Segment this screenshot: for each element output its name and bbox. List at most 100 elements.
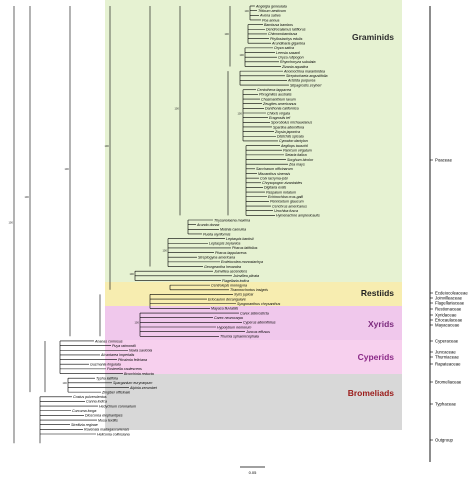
taxon-label: Zeugites americanus [262,102,297,106]
family-label: Bromeliaceae [435,380,462,385]
taxon-label: Aegilops tauschii [280,144,308,148]
taxon-label: Centotheca lappacea [257,88,291,92]
taxon-label: Hymenachne amplexicaulis [276,214,320,218]
taxon-label: Arundo donax [196,223,220,227]
taxon-label: Ecdeiocolea monostachya [221,260,263,264]
taxon-label: Thurnia sphaerocephala [220,335,259,339]
taxon-label: Rhynchoryza subulata [280,60,316,64]
taxon-label: Thysanolaena maxima [214,218,250,222]
taxon-label: Guzmania lingulata [90,363,121,367]
taxon-label: Carex neurocarpa [214,316,243,320]
taxon-label: Panicum virgatum [283,149,312,153]
taxon-label: Xyris jupicai [233,293,253,297]
family-label: Thurniaceae [435,355,459,360]
taxon-label: Oryza rufipogon [278,55,304,59]
clade-label-restiids: Restiids [361,288,394,298]
family-label: Ecdeiocoleaceae [435,291,468,296]
taxon-label: Puelia olyriformis [203,232,231,236]
bootstrap-label: 100 [62,381,67,385]
family-label: Flagellariaceae [435,301,465,306]
taxon-label: Cenchrus americanus [272,204,307,208]
taxon-label: Miscanthus sinensis [258,172,290,176]
taxon-label: Joinvillea plicata [232,274,259,278]
taxon-label: Coix lacryma-jobi [260,176,288,180]
taxon-label: Pitcairnia feliciana [118,358,147,362]
taxon-label: Arundinaria gigantea [271,42,305,46]
bootstrap-label: 100 [134,321,139,325]
cyperids-band [105,340,402,374]
scale-bar-label: 0.05 [249,470,258,475]
taxon-label: Cyperus alternifolius [243,321,276,325]
taxon-label: Juncus effusus [245,330,270,334]
bootstrap-label: 100 [244,9,249,13]
taxon-label: Carex siderosticta [240,311,269,315]
taxon-label: Sporobolus michauxianus [271,121,312,125]
taxon-label: Oryza sativa [274,46,294,50]
bootstrap-label: 100 [104,144,109,148]
restiids-band [105,282,402,306]
family-label: Poaceae [435,158,453,163]
clade-label-graminids: Graminids [352,32,394,42]
taxon-label: Brocchinia reducta [124,372,154,376]
taxon-label: Ravenala madagascariensis [84,428,129,432]
clade-label-xyrids: Xyrids [368,319,394,329]
taxon-label: Thamnochortus insignis [230,288,268,292]
taxon-label: Heliconia collinsiana [97,432,130,436]
taxon-label: Urochloa fusca [274,209,298,213]
taxon-label: Zizania aquatica [281,65,308,69]
taxon-label: Sorghum bicolor [287,158,314,162]
taxon-label: Molinia caerulea [220,228,246,232]
taxon-label: Strelitzia reginae [71,423,98,427]
taxon-label: Flagellaria indica [222,279,249,283]
taxon-label: Zoysia japonica [274,130,300,134]
taxon-label: Danthonia californica [265,107,299,111]
taxon-label: Georgeantha hexandra [204,265,241,269]
family-label: Juncaceae [435,350,456,355]
taxon-label: Avena sativa [259,14,281,18]
bootstrap-label: 100 [224,32,229,36]
taxon-label: Zingiber officinale [101,390,130,394]
taxon-label: Poa annua [262,18,279,22]
xyrids-band [105,306,402,340]
taxon-label: Phragmites australis [259,93,292,97]
bootstrap-label: 100 [8,221,13,225]
bromeliads-band [105,374,402,430]
family-label: Rapateaceae [435,362,461,367]
taxon-label: Leersia sasanii [276,51,300,55]
bootstrap-label: 100 [237,111,242,115]
taxon-label: Ananas comosus [94,339,123,343]
family-label: Cyperaceae [435,339,459,344]
taxon-label: Puya raimondii [112,344,136,348]
taxon-label: Pharus lappulaceus [215,251,247,255]
taxon-label: Alcantarea imperialis [100,353,135,357]
clade-label-bromeliads: Bromeliads [348,388,395,398]
family-label: Outgroup [435,438,454,443]
taxon-label: Curcuma longa [72,409,96,413]
taxon-label: Leptaspis zeylanica [209,242,240,246]
taxon-label: Mayaca fluviatilis [211,307,238,311]
family-label: Typhaceae [435,402,457,407]
family-label: Joinvilleaceae [435,296,463,301]
taxon-label: Leptaspis banksii [226,237,254,241]
taxon-label: Bambusa bambos [264,23,293,27]
bootstrap-label: 100 [64,167,69,171]
taxon-label: Eriocaulon decangulare [208,297,246,301]
taxon-label: Sparganium eurycarpum [113,381,152,385]
taxon-label: Spartina alterniflora [273,125,304,129]
taxon-label: Fosterella caulescens [107,367,142,371]
taxon-label: Musa textilis [98,418,118,422]
clade-label-cyperids: Cyperids [358,352,395,362]
taxon-label: Stipagrostis zeyheri [290,83,322,87]
taxon-label: Hedychium coronarium [99,404,136,408]
taxon-label: Eragrostis tef [269,116,291,120]
taxon-label: Saccharum officinarum [256,167,293,171]
taxon-label: Phyllostachys edulis [270,37,303,41]
taxon-label: Typha latifolia [96,376,118,380]
taxon-label: Streptochaeta angustifolia [286,74,328,78]
family-label: Eriocaulaceae [435,318,463,323]
family-label: Mayacaceae [435,323,460,328]
taxon-label: Paspalum notatum [266,190,296,194]
taxon-label: Streptogyna americana [198,256,235,260]
